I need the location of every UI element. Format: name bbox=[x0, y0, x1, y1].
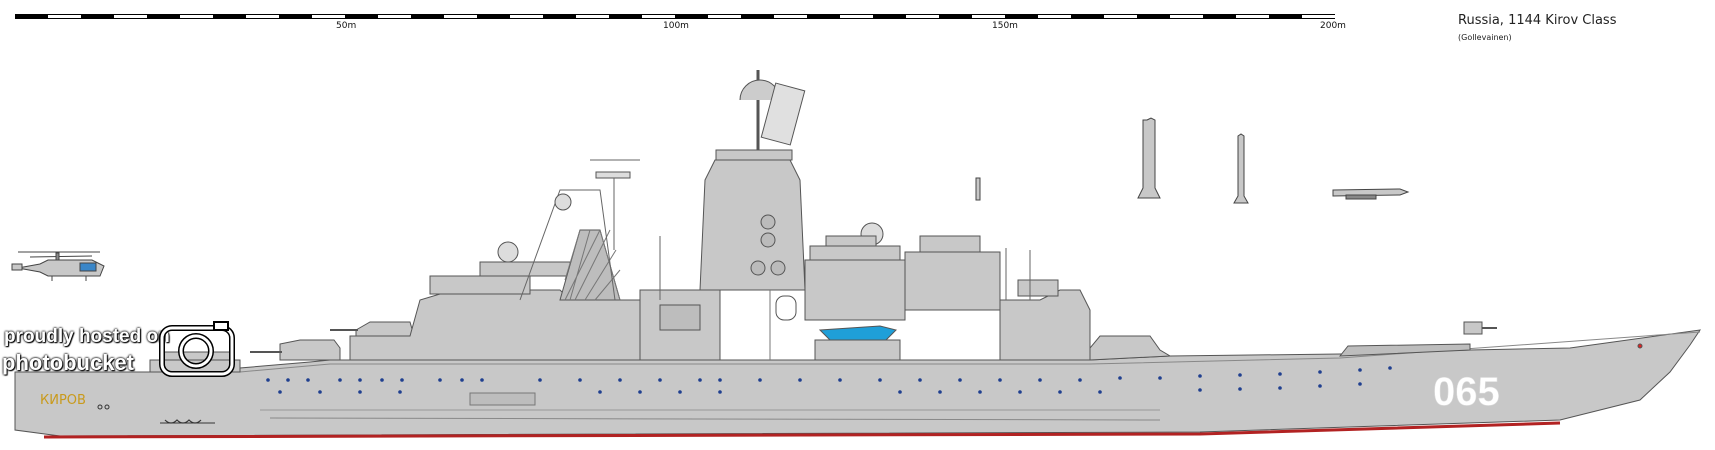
scale-label-200m: 200m bbox=[1320, 21, 1346, 31]
superstructure bbox=[149, 70, 1643, 373]
scale-label-50m: 50m bbox=[336, 21, 357, 31]
photobucket-watermark: proudly hosted on photobucket bbox=[0, 318, 238, 380]
ship-name: КИРОВ bbox=[40, 393, 86, 408]
scale-label-150m: 150m bbox=[992, 21, 1018, 31]
helicopter-icon bbox=[11, 251, 105, 281]
scale-bar bbox=[15, 14, 1335, 19]
watermark-line-2: photobucket bbox=[2, 350, 134, 375]
missile-icons bbox=[975, 117, 1410, 204]
portholes bbox=[266, 366, 1392, 394]
scale-label-100m: 100m bbox=[663, 21, 689, 31]
camera-icon bbox=[159, 321, 235, 377]
stern-details bbox=[97, 404, 215, 424]
ship-class-title: Russia, 1144 Kirov Class bbox=[1458, 13, 1617, 28]
author-credit: (Gollevainen) bbox=[1458, 33, 1512, 42]
watermark-line-1: proudly hosted on bbox=[4, 326, 170, 347]
ship-hull bbox=[14, 329, 1702, 439]
hull-number: 065 bbox=[1433, 370, 1500, 414]
